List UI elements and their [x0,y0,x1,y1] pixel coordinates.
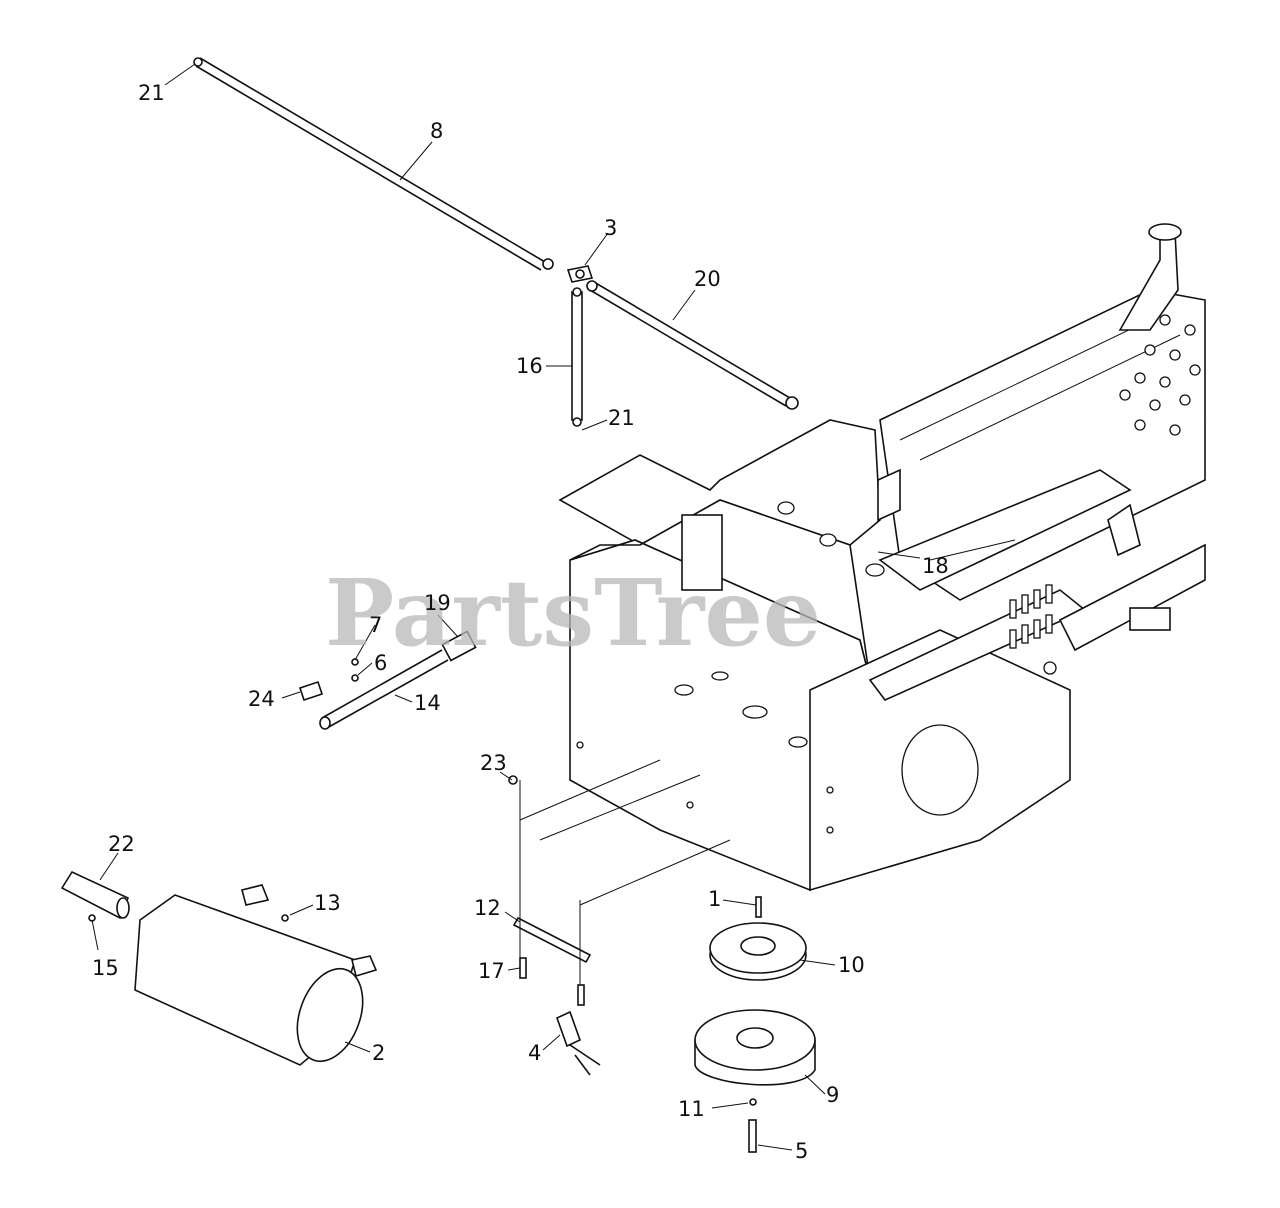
callout-3: 3 [604,216,617,240]
callout-2: 2 [372,1041,385,1065]
callout-4: 4 [528,1041,541,1065]
frame-slots [1009,584,1053,649]
callout-14: 14 [414,691,441,715]
callout-24: 24 [248,687,275,711]
callout-20: 20 [694,267,721,291]
rod-8 [193,57,554,271]
callout-1: 1 [708,887,721,911]
leader-lines [91,63,1016,1151]
callout-22: 22 [108,832,135,856]
bolt-23 [508,775,518,785]
callout-5: 5 [795,1139,808,1163]
pipe-22 [60,870,130,922]
callout-13: 13 [314,891,341,915]
callout-10: 10 [838,953,865,977]
callout-12: 12 [474,896,501,920]
rail-holes [1119,314,1201,436]
mower-frame [519,223,1206,906]
callout-23: 23 [480,751,507,775]
clutch-9 [694,1009,816,1153]
callout-9: 9 [826,1083,839,1107]
callout-17: 17 [478,959,505,983]
callout-21-top: 21 [138,81,165,105]
rod-16 [571,287,583,427]
bolt-13 [281,914,289,922]
pivot-3 [566,265,594,283]
bracket-12 [512,780,592,1006]
callout-6: 6 [374,651,387,675]
muffler-2 [134,884,378,1066]
callout-19: 19 [424,591,451,615]
callout-numbers: 21 8 3 20 16 21 18 19 7 6 24 14 23 22 13… [92,81,949,1163]
callout-16: 16 [516,354,543,378]
callout-21-bottom: 21 [608,406,635,430]
rod-20 [586,280,799,410]
pulley-10 [709,896,807,981]
callout-11: 11 [678,1097,705,1121]
watermark-text: PartsTree [325,559,821,667]
callout-7: 7 [369,613,382,637]
callout-18: 18 [922,554,949,578]
callout-15: 15 [92,956,119,980]
box-holes [576,501,1057,834]
spring-4 [556,1010,601,1076]
callout-8: 8 [430,119,443,143]
